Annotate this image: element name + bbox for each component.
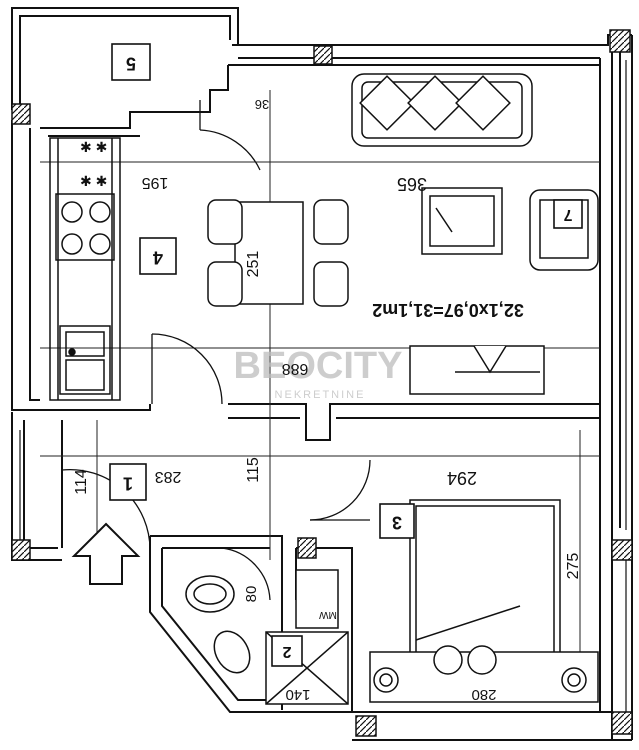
dim-36: 36 [255,97,269,112]
room-number-4: 4 [153,247,163,267]
wall-columns [11,29,633,737]
coffee-table [421,187,503,255]
room-number-5: 5 [126,53,136,73]
dim-195: 195 [142,174,169,191]
kitchen-stars: ✱ ✱ ✱ ✱ [80,139,107,189]
room-number-3: 3 [392,512,402,532]
doors [61,100,371,601]
kitchen-counter [49,137,121,401]
dim-140: 140 [285,686,310,703]
area-formula: 32,1x0,97=31,1m2 [372,300,524,320]
bed [369,499,599,703]
dim-283: 283 [155,468,182,485]
entry-arrow-icon [71,522,141,585]
tv-unit [409,345,545,395]
dim-280: 280 [471,686,496,703]
svg-text:✱ ✱: ✱ ✱ [80,173,107,189]
room-number-1: 1 [123,473,133,493]
dim-115: 115 [245,457,262,483]
room-number-2: 2 [282,643,291,660]
windows [19,60,627,712]
bathroom-fixtures [185,569,349,705]
dim-275: 275 [565,553,582,580]
dim-251: 251 [245,251,262,278]
dining-table [207,199,349,307]
watermark-brand: BEOCITY [234,345,403,387]
sofa [351,73,533,147]
svg-text:✱ ✱: ✱ ✱ [80,139,107,155]
dim-365: 365 [397,174,427,194]
room-number-7: 7 [563,206,572,223]
dim-294: 294 [447,468,477,488]
dim-688: 688 [282,360,309,377]
watermark-sub: NEKRETNINE [275,389,366,401]
dim-80: 80 [243,586,260,603]
dim-114: 114 [73,469,90,495]
room-badges [109,43,583,667]
appliance-label: MW [319,609,337,620]
